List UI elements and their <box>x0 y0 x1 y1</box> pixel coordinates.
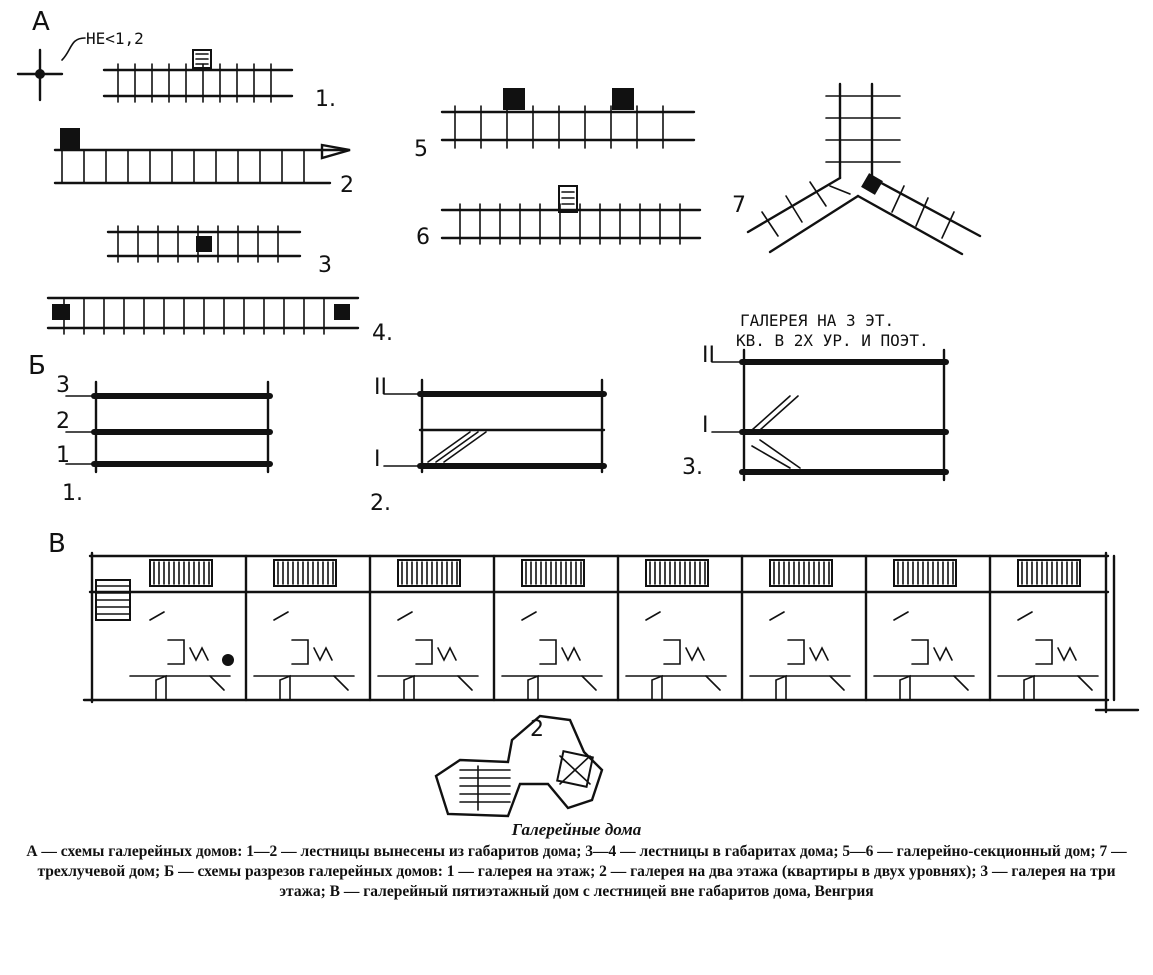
plan-stair-mark: 2 <box>530 717 544 742</box>
scheme-3-number: 3 <box>318 253 332 278</box>
section-1-level-3: 3 <box>56 373 70 398</box>
external-stair <box>434 714 604 818</box>
scheme-6 <box>440 185 702 245</box>
scheme-6-number: 6 <box>416 225 430 250</box>
section-1-level-2: 2 <box>56 409 70 434</box>
section-b-label: Б <box>28 351 46 381</box>
scheme-1 <box>102 49 294 103</box>
caption-title: Галерейные дома <box>511 820 642 839</box>
section-2-number: 2. <box>370 491 391 516</box>
section-2-level-i: I <box>374 447 381 472</box>
scheme-1-number: 1. <box>315 87 336 112</box>
section-3-level-ii: II <box>702 343 715 368</box>
section-3 <box>711 348 949 482</box>
scheme-7-number: 7 <box>732 193 746 218</box>
section-1 <box>65 380 273 474</box>
caption-text: А — схемы галерейных домов: 1—2 — лестни… <box>26 843 1127 900</box>
building-plan <box>82 551 1140 714</box>
scheme-2 <box>53 128 351 185</box>
scheme-5-number: 5 <box>414 137 428 162</box>
section-3-number: 3. <box>682 455 703 480</box>
section-a-label: А <box>32 7 50 37</box>
figure-caption: Галерейные дома А — схемы галерейных дом… <box>0 820 1153 902</box>
section-v-label: В <box>48 529 66 559</box>
scheme-5 <box>440 88 696 149</box>
scheme-2-number: 2 <box>340 173 354 198</box>
compass-icon <box>16 37 86 102</box>
note-a: НЕ<1,2 <box>86 29 144 48</box>
note-gallery-2: КВ. В 2Х УР. И ПОЭТ. <box>736 331 929 350</box>
scheme-4 <box>46 296 360 335</box>
section-3-level-i: I <box>702 413 709 438</box>
section-2-level-ii: II <box>374 375 387 400</box>
scheme-3 <box>106 225 302 263</box>
scheme-4-number: 4. <box>372 321 393 346</box>
section-2 <box>383 378 607 474</box>
section-1-level-1: 1 <box>56 443 70 468</box>
section-1-number: 1. <box>62 481 83 506</box>
note-gallery: ГАЛЕРЕЯ НА 3 ЭТ. <box>740 311 894 330</box>
scheme-7 <box>746 82 982 256</box>
gallery-houses-sketch: А НЕ<1,2 1. 2 3 4. <box>16 7 1140 818</box>
